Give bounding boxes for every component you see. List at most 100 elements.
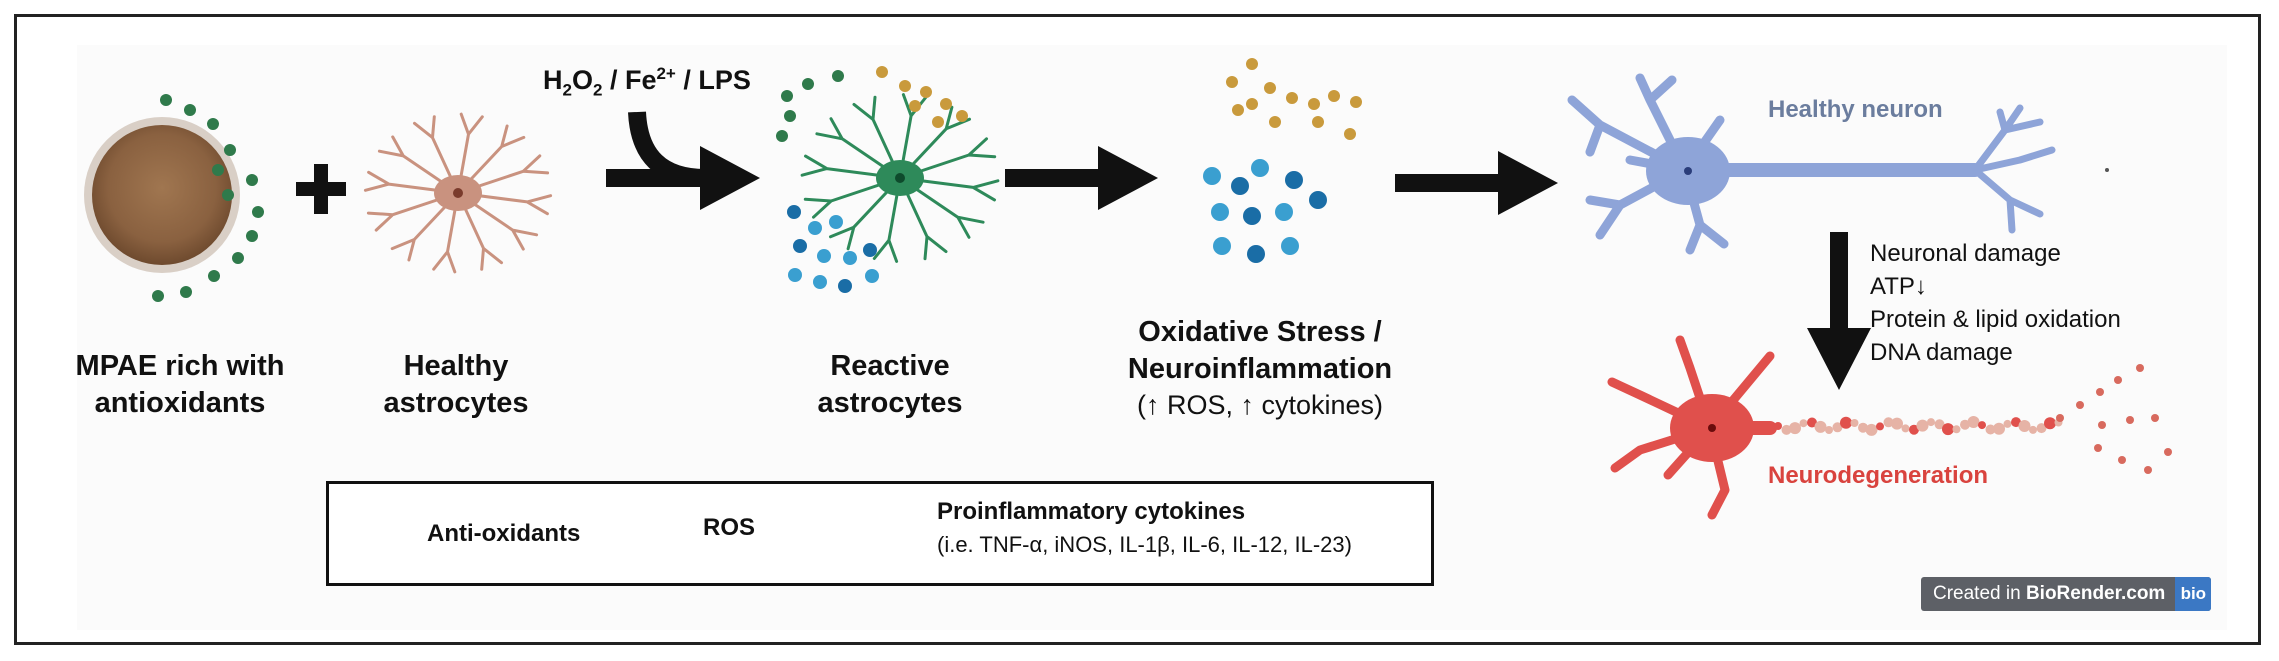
axon-fragment <box>2076 401 2084 409</box>
cytokine-dot <box>865 269 879 283</box>
astrocyte-nucleus <box>895 173 905 183</box>
trigger-o: O <box>571 65 593 95</box>
antioxidant-dot <box>160 94 172 106</box>
trigger-h: H <box>543 65 563 95</box>
axon-fragment <box>1993 422 2005 435</box>
axon-fragment <box>2151 414 2159 422</box>
ros-dot <box>1264 82 1276 94</box>
ros-dot <box>1246 98 1258 110</box>
cytokine-dot <box>1275 203 1293 221</box>
oxidative-line3: (↑ ROS, ↑ cytokines) <box>1136 390 1384 421</box>
axon-fragment <box>2003 419 2012 428</box>
axon-fragment <box>1850 419 1859 427</box>
axon-fragment <box>2118 456 2126 464</box>
axon-fragment <box>1825 426 1833 434</box>
axon-fragment <box>2098 421 2106 429</box>
axon-fragment <box>2029 425 2037 434</box>
axon-fragment <box>2094 444 2102 452</box>
degenerated-neuron-nucleus <box>1708 424 1716 432</box>
healthy-neuron-label: Healthy neuron <box>1768 96 1943 123</box>
cytokine-dot <box>843 251 857 265</box>
cytokine-dot <box>808 221 822 235</box>
axon-fragment <box>1942 423 1954 436</box>
ros-dot <box>1312 116 1324 128</box>
badge-prefix: Created in <box>1933 583 2026 604</box>
ros-dot <box>1350 96 1362 108</box>
axon-fragment <box>1985 424 1996 435</box>
cytokine-dot <box>1247 245 1265 263</box>
fragmented-axon <box>1774 364 2172 474</box>
axon-fragment <box>2096 388 2104 396</box>
axon-fragment <box>2164 448 2172 456</box>
ros-dot <box>1308 98 1320 110</box>
ros-dot <box>1246 58 1258 70</box>
ros-dot <box>909 100 921 112</box>
ros-dot <box>1328 90 1340 102</box>
effect-item: Neuronal damage <box>1870 240 2061 267</box>
legend-cytokines-label: Proinflammatory cytokines <box>937 498 1246 525</box>
effect-item: DNA damage <box>1870 339 2013 366</box>
reactive-astrocytes-line1: Reactive <box>830 350 950 382</box>
ros-dot <box>1269 116 1281 128</box>
cytokine-dot <box>1285 171 1303 189</box>
arrow-right-2 <box>1005 146 1158 210</box>
healthy-neuron-nucleus <box>1684 167 1692 175</box>
biorender-badge[interactable]: Created in BioRender.com bio <box>1921 577 2212 611</box>
healthy-astrocytes-line1: Healthy <box>403 350 509 382</box>
cytokine-dot <box>813 275 827 289</box>
antioxidant-dot <box>212 164 224 176</box>
antioxidant-dot <box>784 110 796 122</box>
axon-fragment <box>1967 416 1980 428</box>
antioxidant-dot <box>207 118 219 130</box>
legend-cytokines-note: (i.e. TNF-α, iNOS, IL-1β, IL-6, IL-12, I… <box>937 532 1352 557</box>
healthy-astrocytes-label: Healthy astrocytes <box>356 348 556 422</box>
neurodegeneration-label: Neurodegeneration <box>1768 462 1989 489</box>
antioxidant-dot <box>222 189 234 201</box>
effect-item: Protein & lipid oxidation <box>1870 306 2121 333</box>
axon-fragment <box>1814 420 1827 433</box>
cytokine-dot <box>1243 207 1261 225</box>
axon-fragment <box>1799 419 1808 428</box>
antioxidant-dot <box>180 286 192 298</box>
axon-fragment <box>1960 419 1970 430</box>
arrow-down <box>1807 232 1871 390</box>
antioxidant-dot <box>832 70 844 82</box>
cytokine-dot <box>838 279 852 293</box>
axon-fragment <box>1909 424 1919 435</box>
cytokine-dot <box>1281 237 1299 255</box>
axon-fragment <box>1865 423 1878 436</box>
axon-fragment <box>1891 417 1903 430</box>
antioxidant-dots-mpae <box>152 94 264 302</box>
mpae-label-line1: MPAE rich with <box>75 350 285 382</box>
reactive-astrocyte-cell <box>800 93 1000 263</box>
axon-fragment <box>2126 416 2134 424</box>
axon-fragment <box>1807 417 1817 428</box>
antioxidant-dot <box>232 252 244 264</box>
axon-fragment <box>1858 422 1868 433</box>
axon-fragment <box>2036 423 2047 434</box>
oxidative-stress-particles <box>1203 58 1362 263</box>
ros-dot <box>956 110 968 122</box>
antioxidant-dot <box>781 90 793 102</box>
cytokine-dot <box>1309 191 1327 209</box>
ros-dot <box>1286 92 1298 104</box>
ros-dot <box>1232 104 1244 116</box>
axon-fragment <box>2044 417 2056 430</box>
axon-fragment <box>2056 414 2064 422</box>
axon-fragment <box>1840 416 1852 429</box>
axon-fragment <box>2011 417 2021 428</box>
antioxidant-dot <box>246 230 258 242</box>
axon-fragment <box>2136 364 2144 372</box>
healthy-astrocyte-cell <box>363 112 553 274</box>
trigger-arrow <box>606 111 760 210</box>
axon-fragment <box>1876 422 1884 431</box>
antioxidant-dot <box>246 174 258 186</box>
axon-fragment <box>1934 419 1945 430</box>
axon-fragment <box>1927 418 1935 427</box>
ros-dot <box>1344 128 1356 140</box>
cytokine-dot <box>829 215 843 229</box>
arrow-right-3 <box>1395 151 1558 215</box>
oxidative-line1: Oxidative Stress / <box>1138 316 1382 348</box>
astrocyte-nucleus <box>453 188 463 198</box>
axon-fragment <box>1883 417 1894 428</box>
